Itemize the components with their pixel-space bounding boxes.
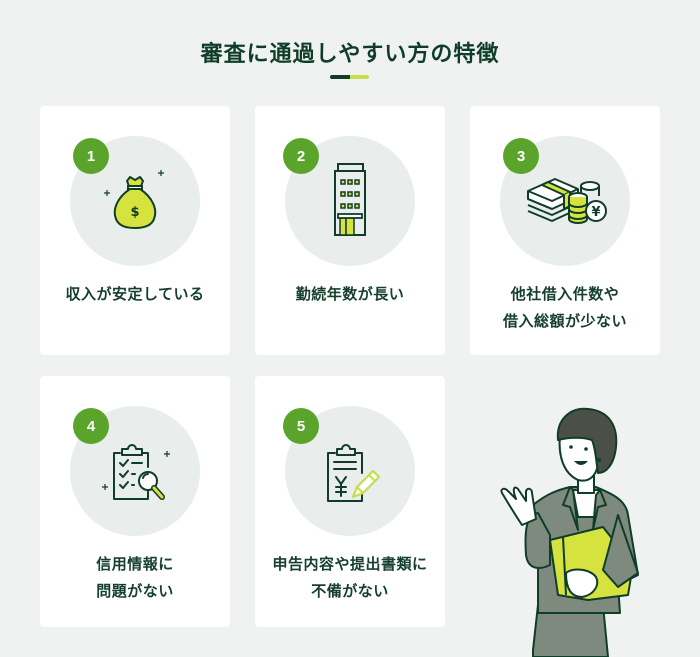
- card-label-line1: 他社借入件数や: [510, 285, 620, 303]
- businesswoman-illustration: [500, 407, 639, 657]
- title-underline: [330, 75, 369, 79]
- feature-card-5: 5 申告内容や提出書類に 不備がない: [255, 376, 445, 627]
- svg-text:¥: ¥: [591, 205, 600, 220]
- underline-dark-segment: [330, 75, 350, 79]
- clipboard-yen-pen-icon: [327, 444, 381, 502]
- clipboard-magnifier-icon: [102, 444, 170, 500]
- card-label-line1: 申告内容や提出書類に: [272, 555, 428, 573]
- number-badge: 1: [73, 138, 109, 174]
- svg-text:$: $: [130, 205, 139, 220]
- number-badge: 2: [283, 138, 319, 174]
- underline-lime-segment: [350, 75, 369, 79]
- feature-card-1: 1 $ 収入が安定している: [40, 106, 230, 355]
- feature-card-2: 2 勤続年数が長い: [255, 106, 445, 355]
- card-label-line1: 収入が安定している: [65, 285, 205, 303]
- card-label-line1: 信用情報に: [96, 555, 174, 573]
- feature-card-3: 3 ¥ 他社借入件数や 借入総額が少ない: [470, 106, 660, 355]
- office-building-icon: [334, 163, 366, 236]
- page-title: 審査に通過しやすい方の特徴: [200, 42, 500, 67]
- number-badge: 4: [73, 408, 109, 444]
- card-label-line2: 借入総額が少ない: [502, 312, 627, 330]
- cash-and-coins-icon: ¥: [527, 178, 607, 224]
- number-badge: 5: [283, 408, 319, 444]
- card-label-line2: 問題がない: [96, 582, 174, 600]
- card-label-line1: 勤続年数が長い: [295, 285, 405, 303]
- number-badge: 3: [503, 138, 539, 174]
- card-label-line2: 不備がない: [311, 582, 389, 600]
- money-bag-icon: $: [104, 170, 164, 230]
- feature-card-4: 4 信用情報に 問題がない: [40, 376, 230, 627]
